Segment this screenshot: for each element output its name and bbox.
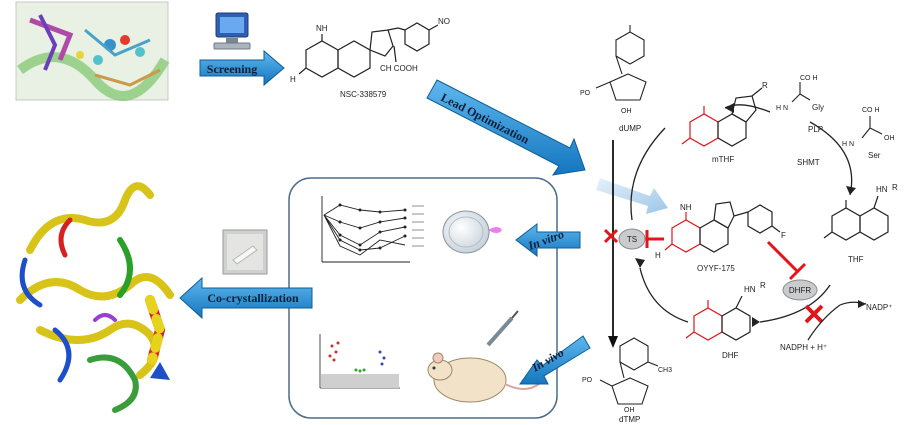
lead-compound-core [699,201,781,253]
scatter-plot [319,334,400,389]
dtmp-ch3: CH3 [658,367,672,374]
thf-label: THF [848,255,864,264]
ser-label: Ser [868,151,881,160]
dhf-hn: HN [744,285,756,294]
gly-label: Gly [812,103,824,112]
co-crystallization-label: Co-crystallization [207,291,299,305]
lead-optimization-label: Lead Optimization [439,90,532,147]
nadph-label: NADPH + H⁺ [780,343,827,352]
docking-pose-image [15,1,170,101]
ts-block-mark [603,228,619,244]
dump-oh: OH [621,108,632,115]
thf-structure [823,195,889,241]
ts-reaction-arrow [608,140,618,348]
nadph-arrowhead [858,300,866,308]
dump-label: dUMP [619,124,641,133]
dtmp-po: PO [582,377,593,384]
mthf-structure [681,106,719,147]
crystal-photo [222,229,268,275]
hit-nh2-top: NH [316,24,328,33]
arc-arrowhead-1 [635,258,645,268]
mouse-syringe-icon [427,310,540,403]
dhf-structure [685,300,723,341]
chart-points [338,203,407,252]
gly-h2n: H N [776,105,788,112]
lead-optimization-arrow: Lead Optimization [426,79,586,176]
hit-compound-structure [298,22,439,78]
plp-label: PLP [808,125,823,134]
dump-po: PO [580,90,591,97]
ser-h2n: H N [842,141,854,148]
serine-structure [861,116,883,139]
dhf-r: R [760,281,766,290]
ser-oh: OH [884,135,895,142]
dhf-label: DHF [722,351,739,360]
screening-arrow: Screening [199,49,285,87]
hit-compound-name: NSC-338579 [340,90,387,99]
thf-hn: HN [876,185,888,194]
ts-label: TS [627,235,637,244]
nadph-arrow [807,301,867,341]
dtmp-structure [599,337,659,405]
hit-nh2-left: H [290,75,296,84]
thf-r: R [892,183,898,192]
hit-cooh: CH COOH [380,64,418,73]
screening-label: Screening [207,62,257,76]
lead-compound-name: OYYF-175 [697,264,735,273]
dhfr-label: DHFR [789,286,811,295]
nadp-label: NADP⁺ [866,303,892,312]
ser-co2h: CO H [862,107,880,114]
dtmp-label: dTMP [619,415,640,424]
dhfr-enzyme: DHFR [782,279,818,301]
mthf-label: mTHF [712,155,734,164]
lead-f: F [781,231,786,240]
protein-ribbon-structure [16,182,174,413]
arc-arrowhead-3 [846,186,856,195]
glycine-structure [791,82,811,103]
hit-no2: NO [438,17,450,26]
co-crystallization-arrow: Co-crystallization [179,276,313,320]
mthf-r: R [762,81,768,90]
gly-co2h: CO H [800,75,818,82]
dump-structure [595,25,647,101]
ts-inhibition-bar [645,230,664,248]
shmt-label: SHMT [797,158,820,167]
ts-enzyme: TS [618,228,646,250]
chart-legend [412,205,424,247]
mthf-core [717,87,763,147]
dtmp-oh: OH [624,407,635,414]
lead-compound-structure [664,212,701,253]
folate-cycle-arcs [630,104,853,323]
computer-icon [213,12,251,50]
dhfr-block-mark [804,304,824,324]
cell-culture-dish-icon [442,210,502,254]
dhf-core [721,295,751,341]
dhfr-inhibition-bar [766,240,807,281]
arc-arrowhead-2 [752,317,760,327]
lead-nh2-left: H [655,251,661,260]
arc-arrowhead-4 [725,103,734,113]
lead-nh2-top: NH [680,203,692,212]
